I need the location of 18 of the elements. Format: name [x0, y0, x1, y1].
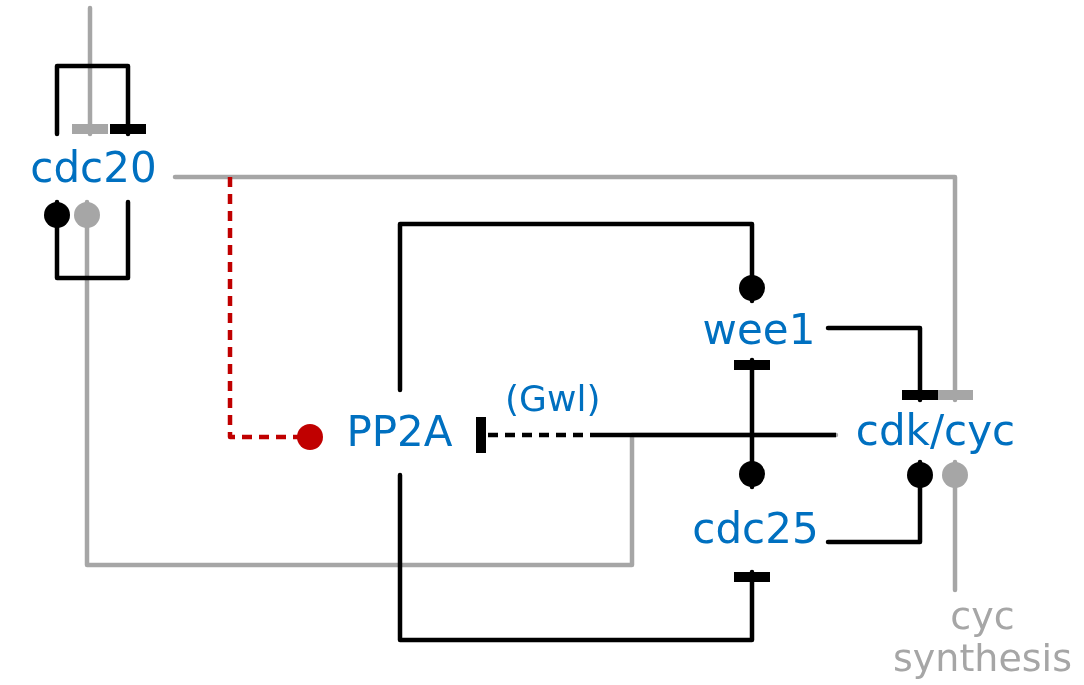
connector [44, 199, 131, 281]
connector [397, 221, 765, 393]
connector [825, 459, 933, 545]
connector [825, 325, 938, 403]
node-label: cdc25 [692, 506, 819, 553]
connector [734, 357, 770, 490]
connector [476, 417, 836, 453]
connector [397, 472, 770, 643]
connector [54, 63, 146, 137]
connector [942, 459, 968, 593]
node-label: cdc20 [30, 144, 157, 192]
connector [172, 174, 973, 403]
node-label: cdk/cyc [855, 407, 1016, 455]
node-label: wee1 [702, 307, 816, 354]
connector [72, 5, 108, 137]
node-label: cyc synthesis [892, 595, 1073, 680]
node-label: PP2A [346, 409, 453, 456]
edge-label: (Gwl) [505, 381, 601, 417]
